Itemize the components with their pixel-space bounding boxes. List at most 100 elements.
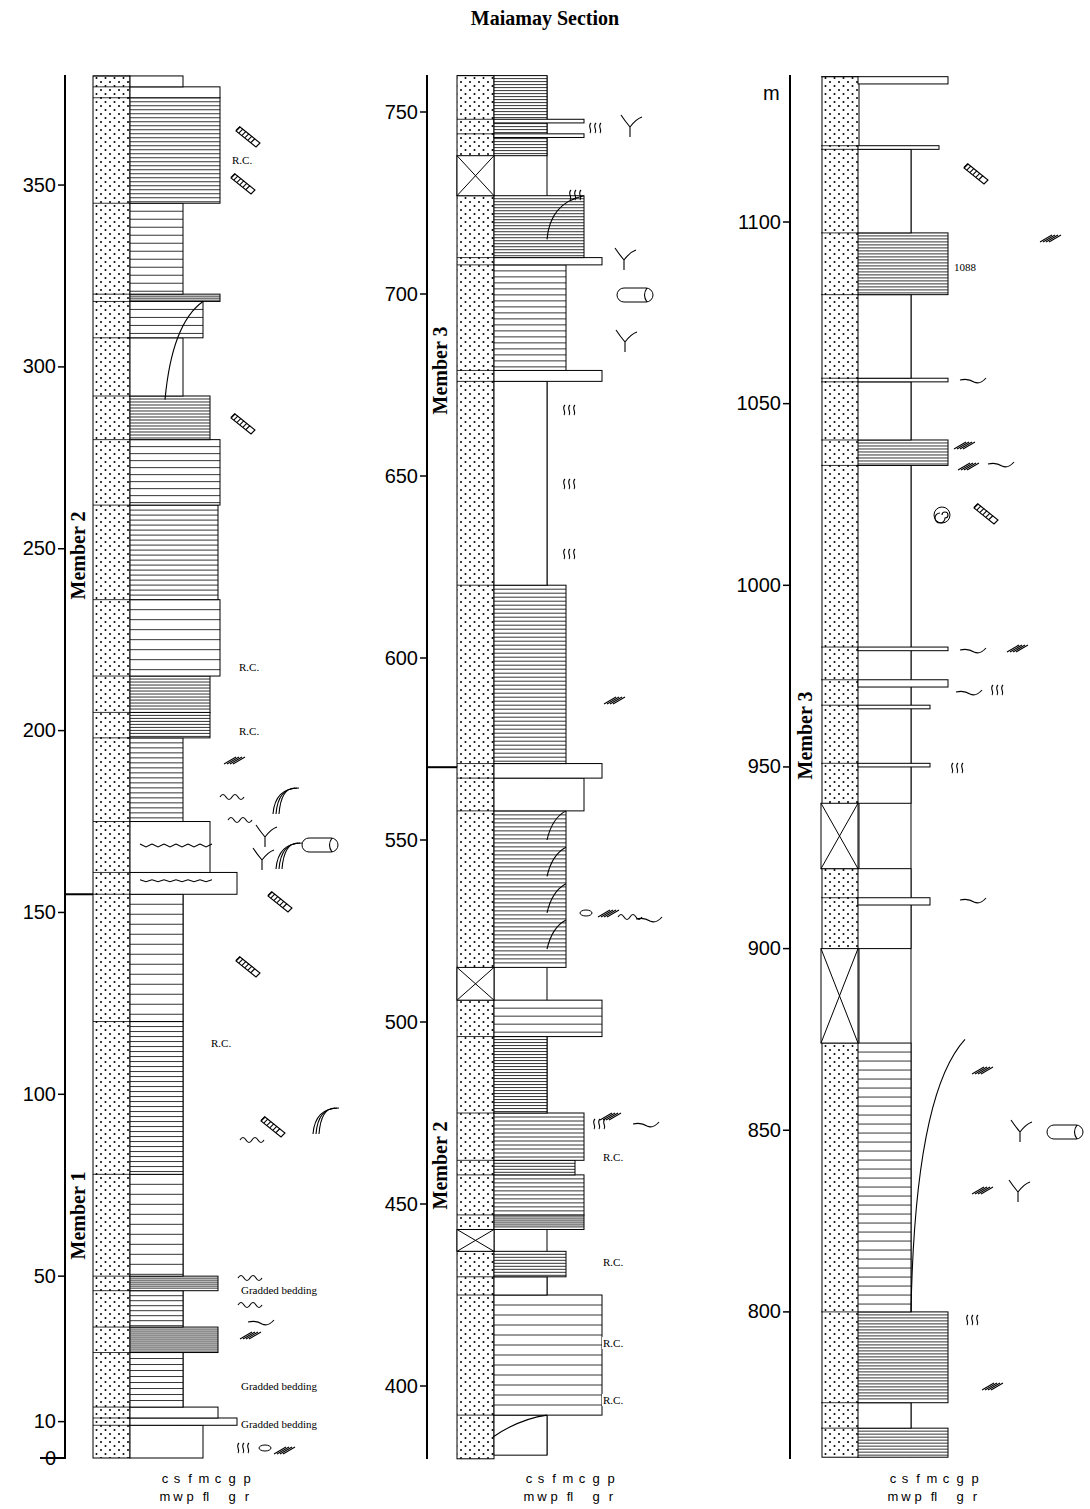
lamina [494, 1063, 547, 1064]
lamina [494, 874, 566, 875]
covered-cross [457, 156, 494, 196]
grain-size-letter: f [188, 1471, 192, 1486]
lamina [494, 1051, 547, 1052]
lamina [130, 1282, 218, 1283]
bed-bar [858, 378, 948, 382]
symbol-rip [238, 1276, 262, 1281]
bed-bar [494, 370, 602, 381]
lamina [130, 787, 183, 788]
depth-number: 600 [385, 647, 418, 670]
bed-bar [494, 258, 602, 265]
lamina [494, 99, 547, 100]
trace-symbol [960, 378, 986, 383]
bed-boundary [457, 381, 494, 382]
lamina [858, 265, 948, 266]
lamina [130, 560, 218, 561]
lamina [130, 259, 183, 260]
fossil-symbol [964, 164, 968, 168]
bed-bar [858, 440, 948, 465]
lamina [494, 886, 566, 887]
bed-bar [858, 77, 948, 84]
grain-size-letter: w [901, 1489, 910, 1504]
lamina [130, 1394, 183, 1395]
lamina [494, 866, 566, 867]
trace-symbol [960, 648, 986, 653]
fossil-symbol [231, 174, 255, 194]
burrow-symbol [1011, 1120, 1032, 1142]
bed-boundary [821, 439, 858, 440]
lamina [130, 1161, 183, 1162]
lamina [130, 133, 220, 134]
symbol-foss [964, 164, 988, 185]
lamina [858, 1314, 948, 1315]
lamina [494, 276, 566, 277]
symbol-rip [220, 795, 244, 800]
lamina [858, 1205, 911, 1206]
lamina [494, 1078, 547, 1079]
lamina [130, 243, 183, 244]
grain-size-letter: fl [931, 1489, 938, 1504]
trace-symbol [243, 1443, 244, 1453]
lamina [858, 1115, 911, 1116]
lamina [130, 934, 183, 935]
lamina [130, 211, 183, 212]
lamina [494, 225, 584, 226]
lamina [494, 850, 566, 851]
lamina [494, 1133, 584, 1134]
fossil-symbol [234, 176, 238, 180]
lamina [858, 286, 948, 287]
lamina [858, 1320, 948, 1321]
fossil-symbol [245, 134, 249, 138]
lamination-symbol [991, 1383, 1003, 1390]
lamina [130, 904, 183, 905]
trace-symbol [962, 763, 963, 773]
depth-number: 850 [748, 1119, 781, 1142]
lamina [494, 657, 566, 658]
bed-bar [130, 1353, 183, 1408]
lamina [494, 733, 566, 734]
lamination-symbol [964, 463, 976, 470]
lamina [858, 1434, 948, 1435]
lamina [130, 1171, 183, 1172]
lamina [130, 1041, 183, 1042]
lamina [494, 1090, 547, 1091]
fossil-symbol [974, 504, 978, 508]
bed-boundary [457, 1276, 494, 1277]
rock-code: R.C. [602, 1151, 624, 1163]
lamina [130, 1325, 183, 1326]
lamina [858, 274, 948, 275]
tube-symbol [302, 838, 338, 852]
axis-tick [58, 912, 65, 914]
grain-size-letter: s [174, 1471, 181, 1486]
bed-bar [130, 505, 218, 600]
lamina [130, 1280, 218, 1281]
lamina [130, 555, 218, 556]
lamina [858, 451, 948, 452]
fossil-symbol [239, 959, 243, 963]
lamina [858, 1446, 948, 1447]
lamina [858, 1338, 948, 1339]
trace-symbol [238, 1443, 239, 1453]
lamina [858, 454, 948, 455]
lamina [494, 1178, 584, 1179]
lamination-symbol [978, 1187, 990, 1194]
lamina [858, 280, 948, 281]
lamina [130, 1046, 183, 1047]
bed-bar [130, 396, 210, 440]
bed-bar [858, 146, 939, 150]
axis-tick [58, 184, 65, 186]
lamina [858, 1124, 911, 1125]
lamination-symbol [233, 757, 245, 764]
lamina [494, 1032, 602, 1033]
bed-bar [494, 134, 584, 138]
lamina [130, 1341, 218, 1342]
lamina [494, 201, 584, 202]
herringbone [164, 844, 176, 847]
lamina [494, 818, 566, 819]
lamina [494, 685, 566, 686]
symbol-y [616, 330, 637, 352]
lamina [130, 697, 210, 698]
trace-symbol [570, 190, 571, 200]
lamina [494, 1355, 602, 1356]
